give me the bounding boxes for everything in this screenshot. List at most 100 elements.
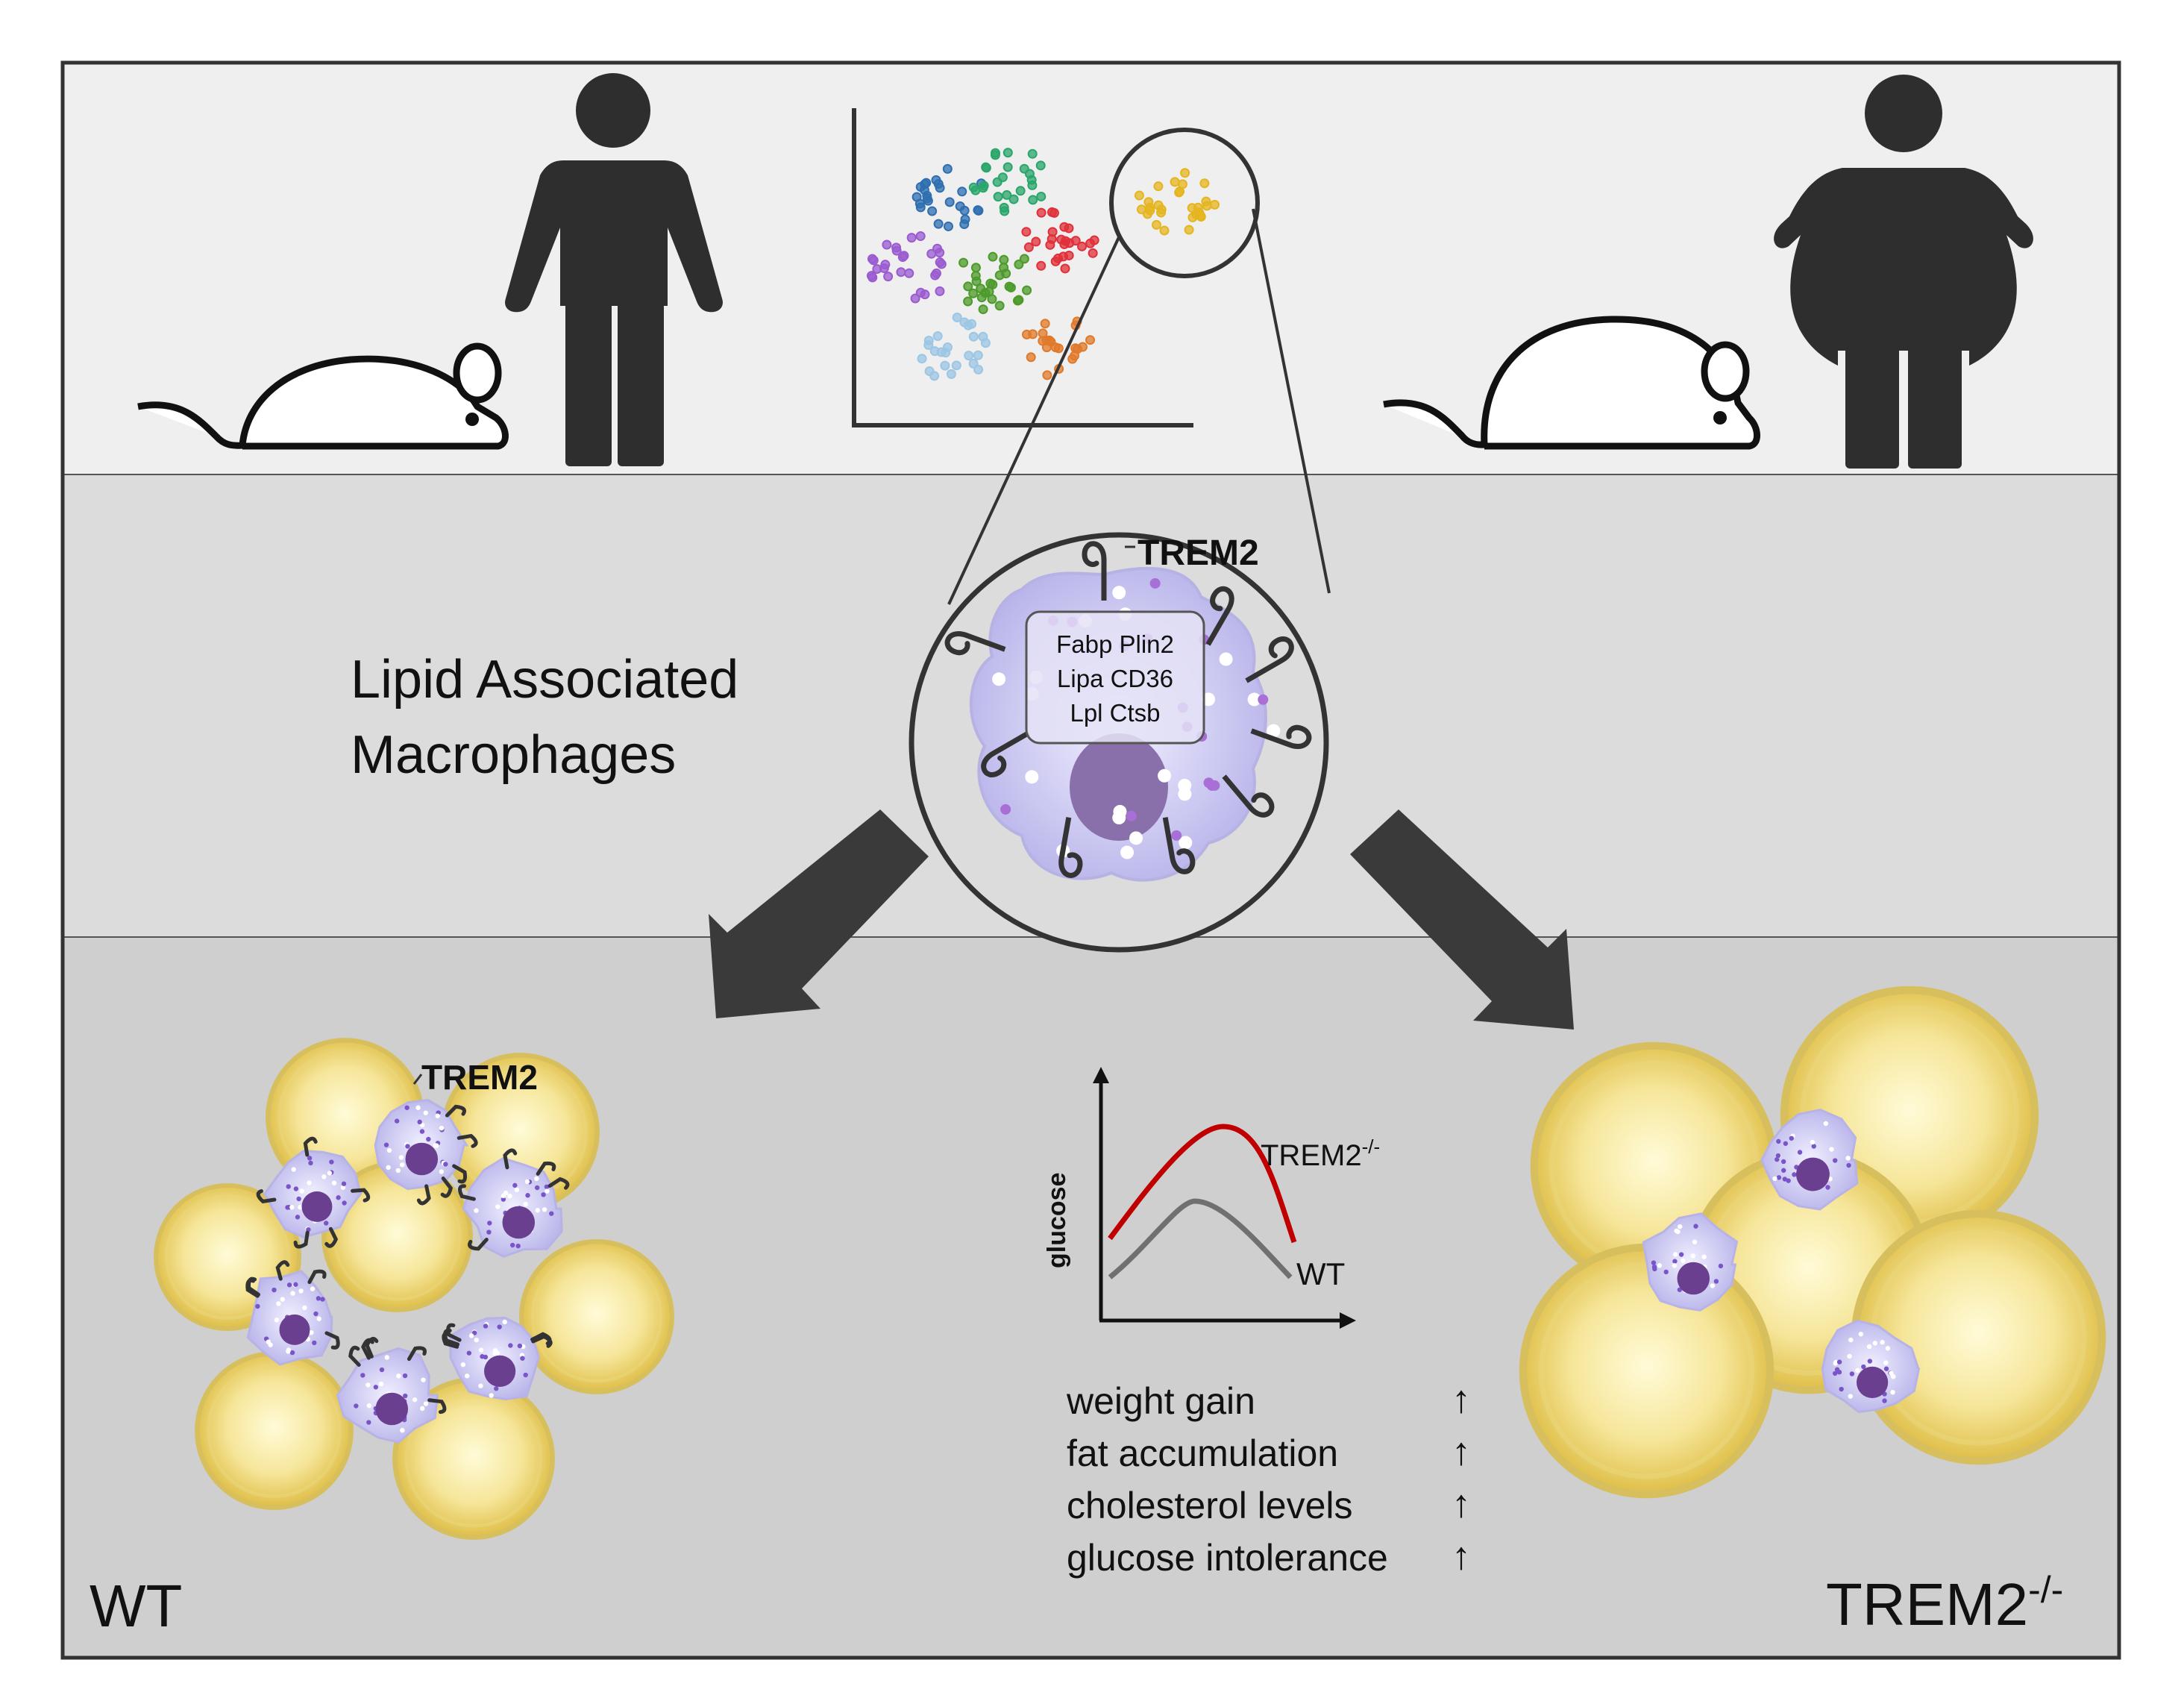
cluster-point (957, 187, 967, 197)
cluster-point (1180, 168, 1190, 178)
cluster-point (994, 301, 1005, 311)
lipid-droplet (1025, 770, 1039, 784)
trem2-receptor-icon (452, 1164, 468, 1184)
trem2-receptor-icon (407, 1346, 427, 1362)
cluster-point (1060, 263, 1070, 274)
cluster-point (1036, 207, 1046, 218)
cluster-point (1070, 343, 1081, 354)
trem2-receptor-icon (361, 1338, 374, 1360)
trem2-ko-curve (1108, 1124, 1297, 1244)
cluster-point (891, 245, 902, 256)
up-arrow-icon: ↑ (1452, 1378, 1471, 1421)
wt-trem2-label: TREM2 (421, 1058, 538, 1097)
trem2-receptor-icon (503, 1148, 518, 1170)
cluster-point (963, 296, 973, 307)
trem2-receptor-icon (275, 1260, 290, 1281)
cluster-point (1019, 254, 1029, 264)
up-arrow-icon: ↑ (1452, 1430, 1471, 1473)
cluster-point (935, 286, 945, 296)
glucose-graph (1093, 1067, 1356, 1329)
cluster-point (1021, 227, 1032, 237)
cluster-point (915, 231, 926, 242)
trem2-receptor-icon (348, 1345, 361, 1367)
cluster-point (1187, 203, 1197, 213)
cluster-point (964, 351, 974, 361)
effect-label: weight gain (1066, 1380, 1255, 1422)
cluster-point (990, 148, 1000, 158)
cluster-point (952, 313, 962, 323)
cluster-point (958, 257, 969, 268)
cluster-point (1085, 238, 1096, 248)
obese-human-icon (1774, 75, 2033, 469)
trem2-receptor-icon (256, 1189, 277, 1204)
trem2-receptor-icon (445, 1104, 466, 1118)
cluster-point (904, 268, 914, 278)
cluster-point (929, 346, 940, 357)
cluster-point (985, 278, 996, 289)
cluster-point (921, 178, 932, 188)
cluster-point (867, 254, 877, 264)
cluster-point (899, 251, 909, 261)
cluster-point (1156, 207, 1167, 218)
cluster-point (1028, 195, 1038, 205)
trem2-receptor-icon (351, 1188, 371, 1203)
macrophage (245, 1260, 340, 1366)
cluster-point (910, 293, 920, 304)
cluster-point (1064, 238, 1075, 248)
cluster-point (1027, 148, 1038, 159)
cluster-point (970, 271, 981, 281)
cluster-point (1031, 236, 1041, 247)
cluster-point (951, 360, 961, 371)
cluster-point (1022, 329, 1032, 339)
lipid-droplet (1149, 577, 1161, 589)
cluster-point (1175, 187, 1185, 197)
up-arrow-icon: ↑ (1452, 1535, 1471, 1578)
cluster-point (922, 193, 932, 204)
lipid-droplet (1219, 652, 1233, 666)
cluster-point (1134, 190, 1144, 201)
cluster-point (1012, 295, 1023, 306)
macrophage (374, 1098, 478, 1206)
trem2-receptor-icon (440, 1176, 453, 1198)
effect-label: cholesterol levels (1067, 1485, 1353, 1526)
cluster-point (1035, 160, 1046, 171)
cluster-point (1159, 225, 1170, 236)
cluster-magnifier (1109, 128, 1260, 278)
lipid-droplet (1258, 694, 1269, 705)
cluster-point (942, 342, 953, 352)
cluster-point (1008, 194, 1019, 204)
macrophage (256, 1136, 371, 1249)
trem2-receptor-icon (457, 1184, 476, 1201)
trem2-receptor-icon (293, 1230, 310, 1249)
cluster-point (931, 175, 941, 185)
cluster-points (866, 148, 1220, 381)
lipid-droplet (1171, 830, 1182, 841)
trem2-receptor-icon (468, 1238, 489, 1251)
lam-gene-line3: Lpl Ctsb (1070, 699, 1160, 727)
cluster-point (917, 354, 927, 364)
cluster-point (1170, 177, 1180, 187)
cluster-point (1002, 148, 1013, 158)
cluster-point (929, 371, 940, 381)
lipid-droplet (1120, 845, 1135, 859)
cluster-point (968, 182, 979, 192)
wt-corner-label: WT (90, 1573, 182, 1639)
cluster-point (920, 289, 930, 300)
cluster-point (1049, 207, 1059, 218)
cluster-point (1005, 282, 1016, 292)
up-arrow-icon: ↑ (1452, 1482, 1471, 1526)
lipid-droplet (1206, 780, 1217, 791)
cluster-point (960, 214, 970, 225)
ko-corner-label: TREM2-/- (1826, 1569, 2063, 1638)
cluster-point (1059, 222, 1070, 232)
cluster-point (1196, 210, 1206, 221)
lipid-droplet (1129, 831, 1143, 845)
trem2-receptor-icon (547, 1177, 570, 1190)
cluster-point (1047, 227, 1058, 237)
cluster-point (963, 281, 973, 292)
trem2-receptor-icon (303, 1136, 318, 1157)
lipid-droplet (1178, 787, 1192, 801)
cluster-point (1015, 186, 1026, 196)
cluster-point (968, 288, 979, 298)
macrophage (442, 1316, 553, 1401)
